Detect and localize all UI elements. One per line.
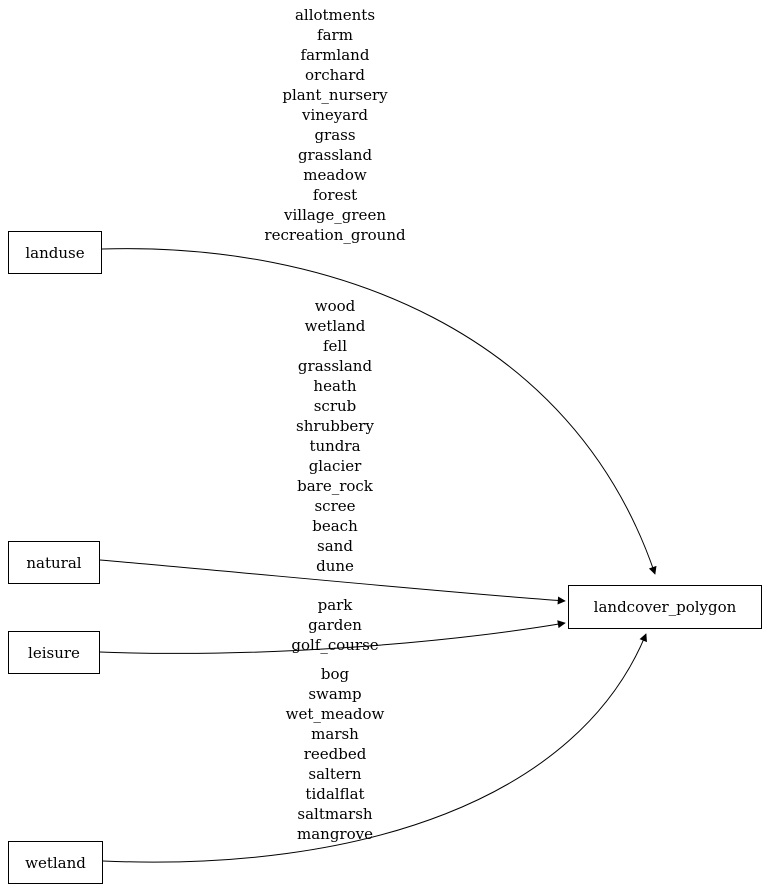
node-wetland: wetland <box>8 841 103 884</box>
node-landcover-polygon: landcover_polygon <box>568 585 762 629</box>
node-landuse: landuse <box>8 231 102 274</box>
node-natural: natural <box>8 541 100 584</box>
edge-wetland-to-landcover <box>102 633 647 863</box>
edge-label-landuse-values: allotments farm farmland orchard plant_n… <box>264 6 406 244</box>
edge-label-wetland-values: bog swamp wet_meadow marsh reedbed salte… <box>285 665 385 843</box>
edge-label-leisure-values: park garden golf_course <box>291 596 379 654</box>
edge-leisure-to-landcover <box>99 620 566 654</box>
edge-natural-to-landcover <box>99 559 566 605</box>
edge-landuse-to-landcover <box>101 248 657 575</box>
node-leisure: leisure <box>8 631 100 674</box>
edge-label-natural-values: wood wetland fell grassland heath scrub … <box>296 297 374 575</box>
